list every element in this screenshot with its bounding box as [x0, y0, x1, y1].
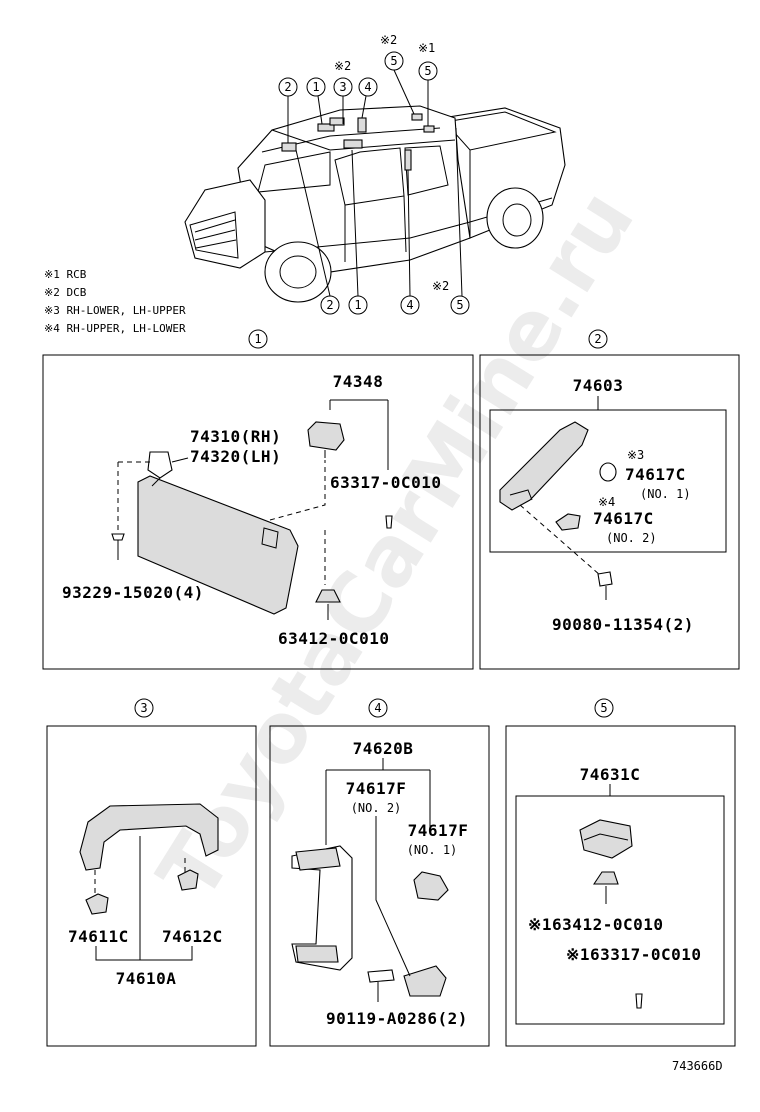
part-74320: 74320(LH)	[190, 447, 281, 466]
part-74617c-2: 74617C	[593, 509, 654, 528]
panel2-ref: 2	[594, 332, 601, 346]
cover-74612c-icon	[177, 869, 199, 891]
callout-2-bottom: 2	[326, 298, 333, 312]
part-74617c-1: 74617C	[625, 465, 686, 484]
clip-63412-5-icon	[592, 871, 619, 885]
legend: ※1 RCB ※2 DCB ※3 RH-LOWER, LH-UPPER ※4 R…	[44, 268, 186, 335]
part-93229: 93229-15020(4)	[62, 583, 204, 602]
callout-1: 1	[312, 80, 319, 94]
screw-63317-icon	[385, 515, 393, 529]
callout-5b: 5	[424, 64, 431, 78]
cover-74611c-icon	[85, 893, 109, 915]
part-90119: 90119-A0286(2)	[326, 1009, 468, 1028]
part-90080: 90080-11354(2)	[552, 615, 694, 634]
no-1-label: (NO. 1)	[640, 487, 691, 501]
cover-no2-icon	[403, 965, 447, 997]
bolt-90080-icon	[597, 571, 613, 587]
part-74310: 74310(RH)	[190, 427, 281, 446]
door-grip-icon	[404, 149, 412, 171]
panel-grip-4: 4 74620B 74617F (NO. 2) 74617F (NO. 1) 9…	[269, 698, 490, 1047]
callout-3: 3	[339, 80, 346, 94]
part-74603: 74603	[573, 376, 624, 395]
panel5-ref: 5	[600, 701, 607, 715]
visor-hinge-icon	[147, 451, 173, 479]
assist-grip-icon	[499, 421, 589, 511]
roof-part-1b-icon	[343, 139, 363, 149]
callout-5: 5	[390, 54, 397, 68]
legend-rh-lower: ※3 RH-LOWER, LH-UPPER	[44, 304, 186, 317]
mark-rcb: ※1	[418, 41, 435, 55]
bolt-90119-icon	[367, 969, 395, 983]
panel1-ref: 1	[254, 332, 261, 346]
no-1-label-4: (NO. 1)	[407, 843, 458, 857]
panel-hook-5: 5 74631C ※163412-0C010 ※163317-0C010	[505, 698, 736, 1047]
screw-93229-icon	[111, 533, 125, 541]
roof-part-2-icon	[281, 142, 297, 152]
part-74617f-1: 74617F	[408, 821, 469, 840]
legend-dcb: ※2 DCB	[44, 286, 87, 299]
figure-id: 743666D	[672, 1059, 723, 1073]
mark-dcb-bottom: ※2	[432, 279, 449, 293]
roof-part-3-icon	[329, 117, 345, 126]
part-74631c: 74631C	[580, 765, 641, 784]
part-74617f-2: 74617F	[346, 779, 407, 798]
callout-5-bottom: 5	[456, 298, 463, 312]
legend-rcb: ※1 RCB	[44, 268, 87, 281]
panel-grip-3: 3 74611C 74612C 74610A	[46, 698, 257, 1047]
part-74612c: 74612C	[162, 927, 223, 946]
cap-no1-icon	[599, 462, 617, 482]
callout-2: 2	[284, 80, 291, 94]
screw-63317-5-icon	[635, 993, 643, 1009]
panel3-ref: 3	[140, 701, 147, 715]
part-63317: 63317-0C010	[330, 473, 441, 492]
top-callouts: 2 1 ※2 3 4 ※2 5 ※1 5	[278, 33, 438, 97]
panel4-ref: 4	[374, 701, 381, 715]
part-63412: 63412-0C010	[278, 629, 389, 648]
part-74348: 74348	[333, 372, 384, 391]
bottom-callouts: 2 1 4 ※2 5	[320, 279, 470, 315]
truck-illustration	[184, 69, 566, 303]
panel-sun-visor: 1 74348 74310(RH) 74320(LH) 63317-0C010 …	[42, 329, 474, 670]
grip-74610a-icon	[79, 803, 219, 871]
visor-holder-icon	[307, 421, 345, 451]
part-74610a: 74610A	[116, 969, 177, 988]
clip-63412-icon	[315, 589, 341, 603]
roof-part-1-icon	[317, 123, 335, 132]
roof-part-5b-icon	[423, 125, 435, 133]
legend-rh-upper: ※4 RH-UPPER, LH-LOWER	[44, 322, 186, 335]
sun-visor-icon	[137, 475, 299, 615]
callout-4: 4	[364, 80, 371, 94]
panel-assist-grip: 2 74603 ※3 74617C (NO. 1) ※4 74617C (NO.…	[479, 329, 740, 670]
mark-3: ※3	[627, 448, 644, 462]
part-63317-5: ※163317-0C010	[566, 945, 702, 964]
no-2-label-4: (NO. 2)	[351, 801, 402, 815]
no-2-label: (NO. 2)	[606, 531, 657, 545]
callout-4-bottom: 4	[406, 298, 413, 312]
part-74620b: 74620B	[353, 739, 414, 758]
mark-dcb: ※2	[334, 59, 351, 73]
cover-no1-icon	[413, 871, 449, 901]
roof-part-4-icon	[357, 117, 367, 133]
callout-1-bottom: 1	[354, 298, 361, 312]
cap-no2-icon	[555, 513, 581, 531]
part-63412-5: ※163412-0C010	[528, 915, 664, 934]
roof-part-5-icon	[411, 113, 423, 121]
mark-dcb-2: ※2	[380, 33, 397, 47]
part-74611c: 74611C	[68, 927, 129, 946]
mark-4: ※4	[598, 495, 615, 509]
coat-hook-icon	[579, 819, 633, 859]
